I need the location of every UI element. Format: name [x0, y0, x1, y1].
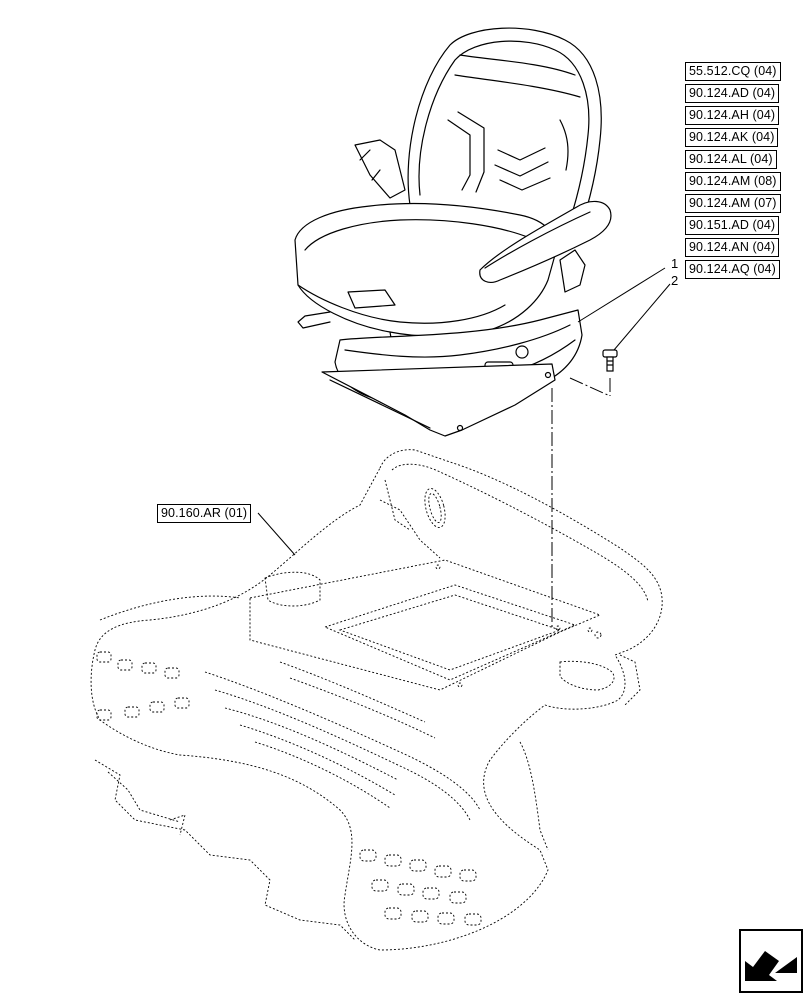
- floor-mat: [90, 449, 663, 951]
- reference-link[interactable]: 90.124.AM (08): [685, 172, 781, 191]
- floor-reference-link[interactable]: 90.160.AR (01): [157, 504, 252, 523]
- reference-link[interactable]: 90.124.AH (04): [685, 106, 780, 125]
- callout-seat: 1: [671, 256, 679, 271]
- reference-link[interactable]: 90.124.AD (04): [685, 84, 780, 103]
- callout-bolt: 2: [671, 273, 679, 288]
- leader-lines: [257, 267, 671, 556]
- bolt: [602, 349, 618, 372]
- reference-link[interactable]: 90.151.AD (04): [685, 216, 780, 235]
- reference-link[interactable]: 90.124.AL (04): [685, 150, 777, 169]
- reference-link[interactable]: 90.124.AK (04): [685, 128, 779, 147]
- reference-link[interactable]: 55.512.CQ (04): [685, 62, 781, 81]
- reference-link[interactable]: 90.124.AQ (04): [685, 260, 780, 279]
- seat-assembly: [294, 27, 612, 437]
- reference-link[interactable]: 90.124.AM (07): [685, 194, 781, 213]
- navigation-arrow-button[interactable]: [739, 929, 803, 993]
- arrow-icon: [739, 929, 803, 993]
- reference-link[interactable]: 90.124.AN (04): [685, 238, 780, 257]
- alignment-lines: [551, 377, 611, 630]
